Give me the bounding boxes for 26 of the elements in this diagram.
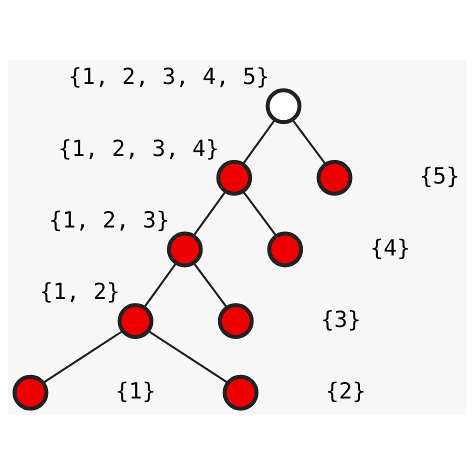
- connector: [242, 190, 278, 236]
- node-circle: [267, 231, 304, 267]
- node-label: {1, 2, 3}: [48, 206, 170, 233]
- node-circle: [218, 302, 254, 338]
- node-label: {3}: [320, 306, 361, 332]
- node-label: {5}: [419, 163, 460, 190]
- node-circle: [12, 374, 48, 410]
- connector: [192, 262, 228, 308]
- connector: [42, 330, 124, 384]
- connector: [242, 118, 276, 164]
- node-label: {1}: [115, 378, 156, 404]
- node-label: {1, 2, 3, 4, 5}: [68, 64, 270, 90]
- node-circle: [166, 231, 203, 267]
- node-label: {2}: [326, 378, 366, 404]
- node-label: {4}: [370, 234, 410, 261]
- node-circle: [266, 88, 302, 124]
- connector: [148, 330, 228, 384]
- connector: [292, 118, 327, 165]
- node-label: {1, 2}: [40, 278, 120, 305]
- node-label: {1, 2, 3, 4}: [58, 135, 220, 162]
- node-circle: [316, 159, 352, 196]
- connector: [192, 190, 226, 236]
- connector: [144, 262, 178, 308]
- node-circle: [216, 159, 252, 196]
- node-circle: [222, 374, 258, 410]
- node-circle: [118, 302, 154, 338]
